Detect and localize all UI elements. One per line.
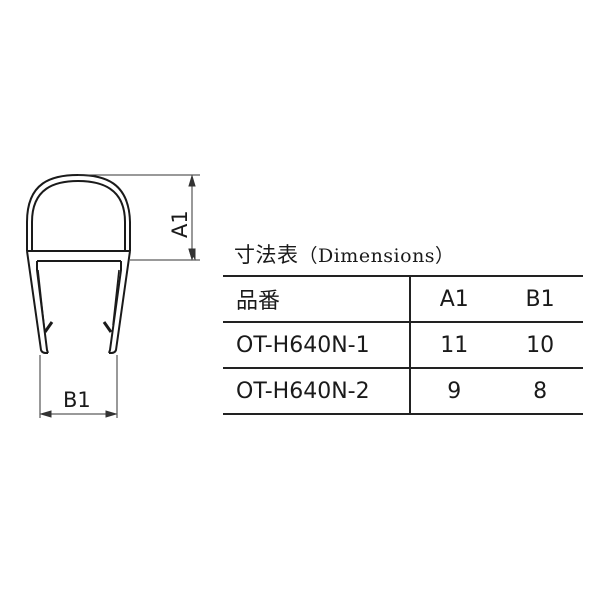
table-row: OT-H640N-1 11 10 (223, 322, 583, 369)
cell-part-number: OT-H640N-1 (223, 322, 412, 369)
cell-a1: 11 (410, 322, 498, 369)
label-b1: B1 (63, 388, 91, 412)
label-a1: A1 (168, 210, 192, 238)
table-title-jp: 寸法表 (234, 243, 299, 267)
cell-part-number: OT-H640N-2 (223, 368, 412, 415)
header-part-number: 品番 (223, 275, 412, 323)
header-a1: A1 (410, 275, 498, 323)
gasket-profile (26, 174, 131, 354)
dimension-b1 (39, 355, 118, 418)
header-b1: B1 (497, 275, 583, 323)
table-row: OT-H640N-2 9 8 (223, 368, 583, 415)
cell-a1: 9 (410, 368, 498, 415)
table-header-row: 品番 A1 B1 (223, 275, 583, 323)
cell-b1: 10 (497, 322, 583, 369)
table-title: 寸法表（Dimensions） (234, 239, 455, 269)
table-title-en: （Dimensions） (298, 245, 455, 267)
profile-drawing: A1 B1 (26, 174, 200, 418)
dimension-a1 (78, 174, 200, 261)
dimensions-table: 品番 A1 B1 OT-H640N-1 11 10 OT-H640N-2 9 8 (223, 275, 583, 415)
cell-b1: 8 (497, 368, 583, 415)
